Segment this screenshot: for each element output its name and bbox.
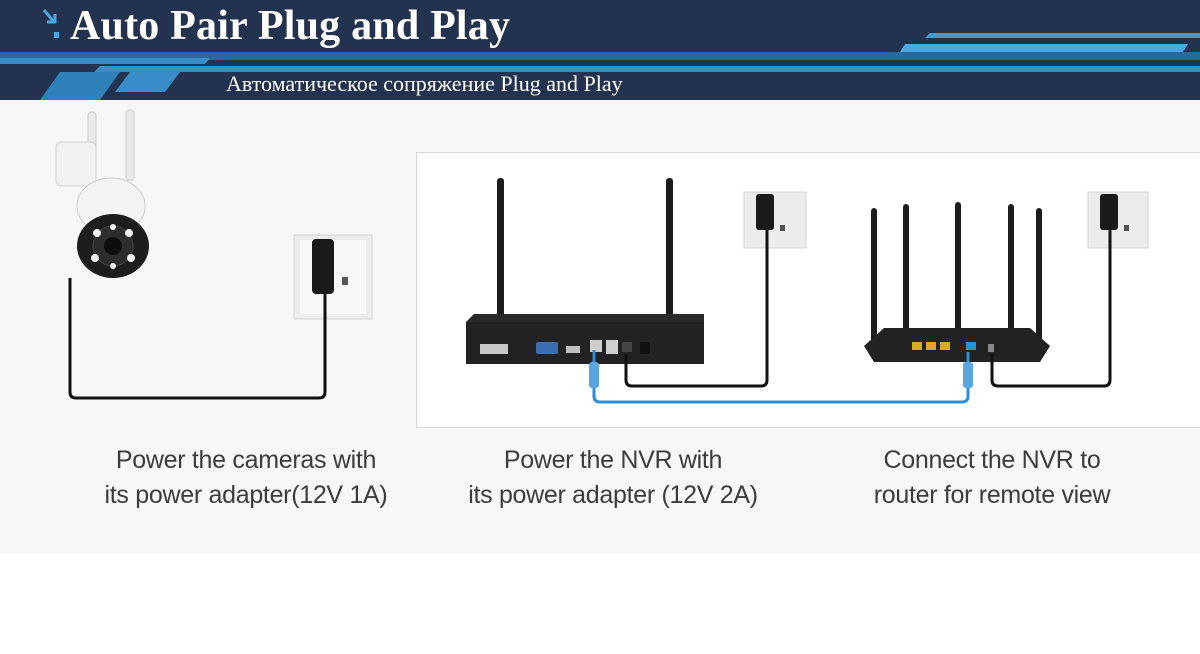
caption-line: router for remote view — [836, 478, 1148, 513]
camera-icon — [56, 110, 149, 278]
caption-line: Power the cameras with — [40, 443, 452, 478]
nvr-icon — [466, 178, 704, 364]
step-caption-router: Connect the NVR to router for remote vie… — [836, 443, 1148, 513]
router-icon — [864, 202, 1050, 362]
caption-line: Power the NVR with — [420, 443, 806, 478]
step-caption-camera: Power the cameras with its power adapter… — [40, 443, 452, 513]
wall-outlet-icon — [744, 192, 806, 248]
power-cable — [70, 278, 325, 398]
caption-line: its power adapter (12V 2A) — [420, 478, 806, 513]
wall-outlet-icon — [294, 235, 372, 319]
content-area: Power the cameras with its power adapter… — [0, 100, 1200, 553]
header-banner: Auto Pair Plug and Play Автоматическое с… — [0, 0, 1200, 100]
wall-outlet-icon — [1088, 192, 1148, 248]
step-caption-nvr: Power the NVR with its power adapter (12… — [420, 443, 806, 513]
caption-line: Connect the NVR to — [836, 443, 1148, 478]
page-title: Auto Pair Plug and Play — [70, 2, 510, 50]
caption-line: its power adapter(12V 1A) — [40, 478, 452, 513]
page-subtitle: Автоматическое сопряжение Plug and Play — [226, 71, 623, 97]
